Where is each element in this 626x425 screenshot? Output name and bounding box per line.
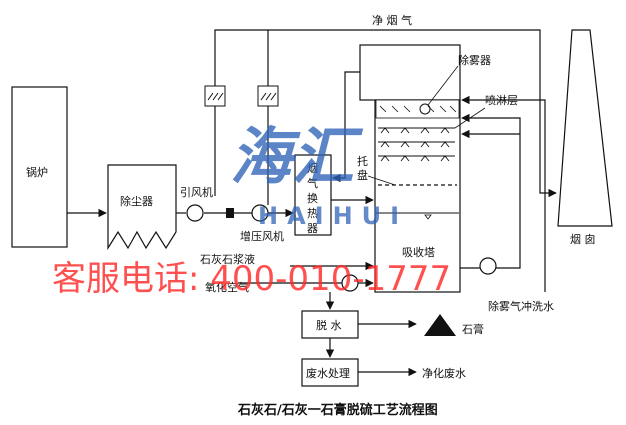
- gas-heater-char-2: 气: [307, 176, 318, 190]
- watermark-brand: HAIHUI: [258, 202, 408, 230]
- pipe-absorber-heater-return: [332, 71, 360, 183]
- oxidation-air-label: 氧化空气: [205, 280, 249, 294]
- gas-heater-char-4: 热: [307, 207, 318, 220]
- gas-heater-char-3: 换: [307, 191, 318, 205]
- demister-leader: [427, 65, 459, 106]
- tray-leader: [367, 175, 396, 186]
- spray-layers: [378, 127, 455, 162]
- fan-coupling: [226, 208, 234, 218]
- demister-hatching: [379, 105, 457, 113]
- clean-gas-label: 净 烟 气: [372, 13, 412, 27]
- chimney-label: 烟 囱: [570, 232, 596, 246]
- booster-fan-label: 增压风机: [240, 229, 284, 243]
- wastewater-label: 废水处理: [306, 366, 350, 380]
- absorber-tower: [374, 99, 461, 293]
- watermark-hotline: 客服电话: 400-010-1777: [52, 259, 451, 299]
- pipe-demister-wash: [461, 95, 546, 292]
- demister-wash-label: 除雾气冲洗水: [488, 299, 554, 313]
- damper-2: [257, 85, 279, 107]
- induced-fan-label: 引风机: [180, 185, 213, 199]
- damper-2-mark: [260, 92, 277, 101]
- clean-wastewater-label: 净化废水: [422, 366, 466, 380]
- tray-char-1: 托: [357, 154, 368, 168]
- booster-fan: [251, 204, 269, 222]
- chimney: [557, 29, 613, 227]
- limestone-label: 石灰石浆液: [200, 252, 255, 266]
- boiler-box: [11, 86, 68, 248]
- dewatering-label: 脱 水: [316, 318, 342, 332]
- gypsum-pile: [424, 314, 456, 336]
- oxidation-blower: [341, 274, 359, 292]
- liquid-level-mark: [424, 214, 432, 220]
- gas-heater-box: [294, 154, 332, 236]
- absorber-label: 吸收塔: [402, 245, 435, 259]
- gas-heater-char-1: 烟: [307, 161, 318, 175]
- recirculation-pump: [479, 257, 497, 275]
- dust-collector-box: [107, 164, 177, 251]
- induced-fan: [186, 204, 204, 222]
- demister-band: [375, 99, 460, 119]
- watermark-logo: 海汇: [230, 120, 364, 193]
- damper-1-mark: [207, 92, 224, 101]
- dust-collector-label: 除尘器: [120, 194, 153, 208]
- demister-label: 除雾器: [458, 53, 491, 67]
- diagram-title: 石灰石/石灰一石膏脱硫工艺流程图: [237, 402, 438, 418]
- damper-1: [204, 85, 226, 107]
- boiler-label: 锅炉: [26, 166, 48, 179]
- tray-char-2: 盘: [357, 168, 368, 182]
- demister-marker: [419, 103, 431, 115]
- pipe-spray-recirc: [460, 113, 521, 269]
- gypsum-label: 石膏: [462, 322, 484, 336]
- gas-heater-char-5: 器: [307, 222, 318, 235]
- absorber-upper: [359, 44, 461, 101]
